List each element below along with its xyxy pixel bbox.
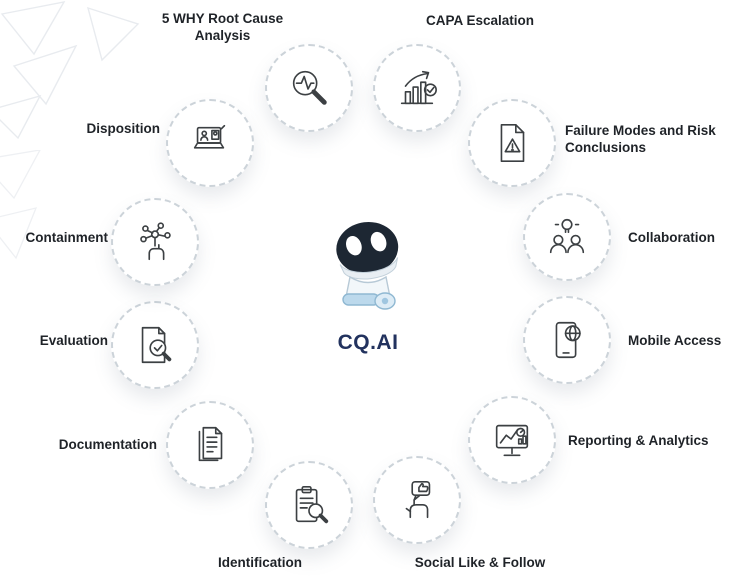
feature-circle-collaboration xyxy=(523,193,611,281)
chart-growth-check-icon xyxy=(400,70,437,105)
corner-triangles-decoration xyxy=(0,1,140,140)
clipboard-magnifier-icon xyxy=(295,485,329,524)
document-check-magnifier-icon xyxy=(141,326,172,364)
feature-label-identification: Identification xyxy=(218,555,302,570)
feature-label-social: Social Like & Follow xyxy=(414,555,546,570)
feature-circle-documentation xyxy=(166,401,254,489)
laptop-meeting-icon xyxy=(193,124,226,149)
feature-label-evaluation: Evaluation xyxy=(39,333,108,348)
feature-circle-capa xyxy=(373,44,461,132)
feature-circle-social xyxy=(373,456,461,544)
feature-label-disposition: Disposition xyxy=(86,121,161,136)
edge-triangles-decoration xyxy=(0,150,41,260)
feature-circle-mobile-access xyxy=(523,296,611,384)
hand-like-icon xyxy=(405,480,431,519)
feature-circle-reporting xyxy=(468,396,556,484)
magnifier-pulse-icon xyxy=(292,70,327,105)
cqai-robot-mascot xyxy=(336,221,399,310)
phone-globe-icon xyxy=(555,321,581,359)
feature-label-root-cause: 5 WHY Root Cause Analysis xyxy=(161,11,284,43)
feature-label-mobile-access: Mobile Access xyxy=(628,333,722,348)
feature-label-reporting: Reporting & Analytics xyxy=(568,433,709,448)
feature-circle-disposition xyxy=(166,99,254,187)
feature-circle-root-cause xyxy=(265,44,353,132)
feature-circle-evaluation xyxy=(111,301,199,389)
document-warning-icon xyxy=(500,123,525,163)
feature-label-capa: CAPA Escalation xyxy=(425,13,535,28)
network-hand-icon xyxy=(140,222,171,261)
feature-circle-identification xyxy=(265,461,353,549)
monitor-analytics-icon xyxy=(495,424,529,457)
cqai-wordmark: CQ.AI xyxy=(337,331,399,354)
feature-circle-failure-modes xyxy=(468,99,556,187)
feature-label-containment: Containment xyxy=(25,230,109,245)
feature-label-failure-modes: Failure Modes and Risk Conclusions xyxy=(565,123,716,155)
stacked-documents-icon xyxy=(198,426,223,462)
center-mascot-block: CQ.AI xyxy=(303,214,433,355)
feature-label-documentation: Documentation xyxy=(58,437,157,452)
feature-circle-containment xyxy=(111,198,199,286)
people-idea-icon xyxy=(549,218,585,254)
feature-label-collaboration: Collaboration xyxy=(628,230,715,245)
